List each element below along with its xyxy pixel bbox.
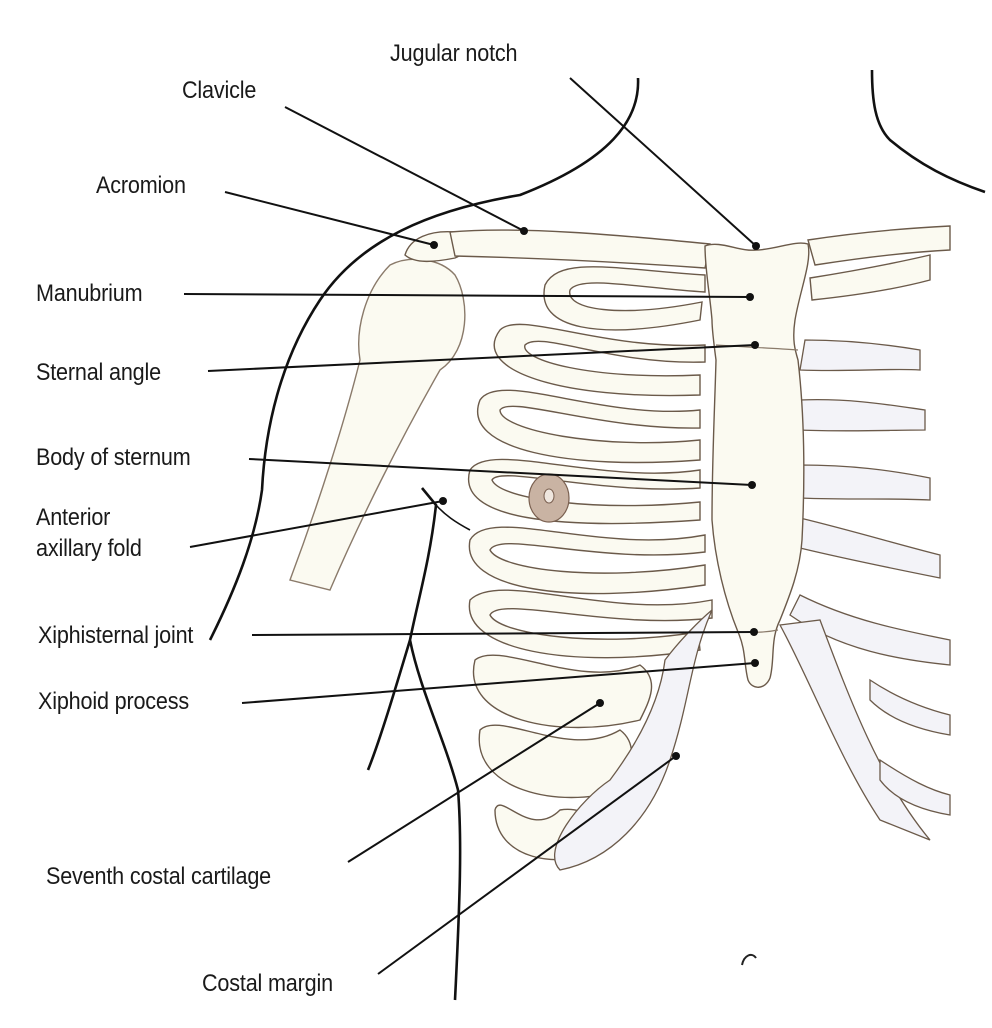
dot-xiphisternal-joint — [750, 628, 758, 636]
dot-jugular-notch — [752, 242, 760, 250]
label-clavicle: Clavicle — [182, 77, 257, 104]
left-clavicle-bone — [449, 229, 711, 269]
label-acromion: Acromion — [96, 172, 186, 199]
label-seventh-costal-cartilage: Seventh costal cartilage — [46, 863, 272, 890]
label-anterior-axillary-fold-line2: axillary fold — [36, 534, 142, 562]
leader-anterior-axillary-fold — [189, 500, 444, 548]
label-manubrium: Manubrium — [36, 280, 143, 307]
right-ribs — [778, 254, 951, 841]
label-xiphoid-process: Xiphoid process — [38, 688, 190, 715]
right-clavicle-bone — [807, 225, 951, 266]
dot-costal-margin — [672, 752, 680, 760]
nipple-center — [543, 488, 555, 504]
leader-xiphisternal-joint — [251, 631, 755, 636]
dot-acromion — [430, 241, 438, 249]
label-sternal-angle: Sternal angle — [36, 359, 161, 386]
leader-clavicle — [284, 106, 525, 232]
label-costal-margin: Costal margin — [202, 970, 333, 997]
dot-xiphoid-process — [751, 659, 759, 667]
dot-seventh-costal-cartilage — [596, 699, 604, 707]
label-anterior-axillary-fold: Anterior axillary fold — [36, 504, 142, 562]
label-anterior-axillary-fold-line1: Anterior — [36, 504, 111, 531]
leader-body-of-sternum — [248, 458, 753, 486]
dot-manubrium — [746, 293, 754, 301]
umbilicus — [741, 953, 757, 966]
left-body-outline — [208, 77, 640, 641]
dot-sternal-angle — [751, 341, 759, 349]
leader-xiphoid-process — [241, 662, 756, 704]
leader-lines — [183, 77, 760, 975]
leader-costal-margin — [377, 755, 677, 975]
leader-acromion — [224, 191, 435, 246]
label-xiphisternal-joint: Xiphisternal joint — [38, 622, 194, 649]
dot-anterior-axillary-fold — [439, 497, 447, 505]
leader-seventh-costal-cartilage — [347, 702, 601, 863]
axillary-fold-curve — [435, 504, 471, 531]
torso-side-outline — [366, 487, 462, 1001]
dot-body-of-sternum — [748, 481, 756, 489]
dot-clavicle — [520, 227, 528, 235]
leader-sternal-angle — [207, 344, 756, 372]
humerus — [289, 258, 466, 591]
leader-manubrium — [183, 293, 751, 298]
label-body-of-sternum: Body of sternum — [36, 444, 191, 471]
left-ribs — [467, 266, 713, 871]
leader-jugular-notch — [569, 77, 757, 247]
sternum-bone — [704, 242, 810, 688]
neck-right-outline — [870, 69, 986, 194]
label-jugular-notch: Jugular notch — [390, 40, 518, 67]
